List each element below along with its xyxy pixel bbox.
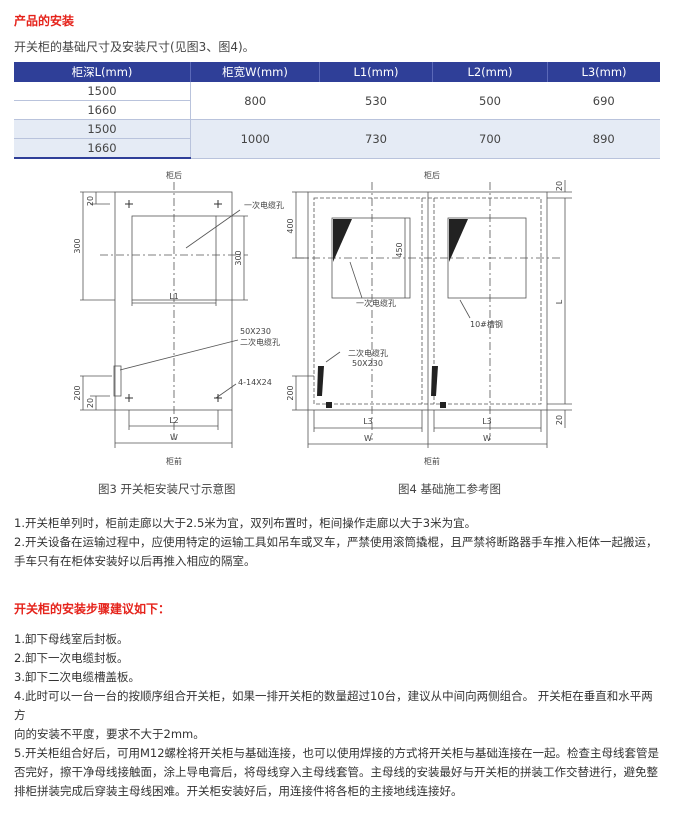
fig4-d20-bot: 20 bbox=[555, 415, 564, 425]
header-depth: 柜深L(mm) bbox=[14, 62, 191, 82]
header-l3: L3(mm) bbox=[547, 62, 660, 82]
fig4-channel-label: 10#槽钢 bbox=[470, 319, 503, 329]
cell-l3: 890 bbox=[547, 119, 660, 159]
steps-block: 1.卸下母线室后封板。 2.卸下一次电缆封板。 3.卸下二次电缆槽盖板。 4.此… bbox=[14, 630, 664, 801]
fig3-hole2-size-label: 50X230 bbox=[240, 327, 271, 336]
cell-l1: 530 bbox=[319, 82, 433, 120]
cell-depth: 1660 bbox=[14, 138, 191, 159]
table-row: 1660 bbox=[14, 138, 660, 159]
step-line: 1.卸下母线室后封板。 bbox=[14, 632, 129, 646]
step-line: 5.开关柜组合好后，可用M12螺栓将开关柜与基础连接，也可以使用焊接的方式将开关… bbox=[14, 746, 660, 760]
step-line: 3.卸下二次电缆槽盖板。 bbox=[14, 670, 140, 684]
intro-text: 开关柜的基础尺寸及安装尺寸(见图3、图4)。 bbox=[14, 40, 255, 54]
cell-depth: 1660 bbox=[14, 100, 191, 120]
cell-l3: 690 bbox=[547, 82, 660, 120]
fig4-l3b-dim: L3 bbox=[482, 417, 492, 426]
step-line: 2.卸下一次电缆封板。 bbox=[14, 651, 129, 665]
fig3-top-label: 柜后 bbox=[166, 170, 182, 180]
cell-depth: 1500 bbox=[14, 119, 191, 139]
table-header-row: 柜深L(mm) 柜宽W(mm) L1(mm) L2(mm) L3(mm) bbox=[14, 62, 660, 82]
section-title-steps: 开关柜的安装步骤建议如下： bbox=[14, 602, 171, 616]
figure-4-drawing: 柜后 柜前 一次电缆孔 10#槽钢 二次电缆孔 50X230 L3 L3 W W… bbox=[286, 170, 572, 466]
dimension-table: 柜深L(mm) 柜宽W(mm) L1(mm) L2(mm) L3(mm) 150… bbox=[14, 62, 660, 159]
fig3-d20-top: 20 bbox=[86, 196, 95, 206]
fig3-bottom-label: 柜前 bbox=[166, 456, 182, 466]
table-row: 1660 bbox=[14, 100, 660, 120]
fig4-wa-dim: W bbox=[364, 434, 372, 443]
header-l2: L2(mm) bbox=[432, 62, 548, 82]
fig4-d20-top: 20 bbox=[555, 181, 564, 191]
table-row: 1500 1000 730 700 890 bbox=[14, 119, 660, 159]
fig3-l1-dim: L1 bbox=[169, 292, 179, 301]
fig4-l-dim: L bbox=[555, 299, 564, 304]
step-line: 向的安装不平度，要求不大于2mm。 bbox=[14, 727, 205, 741]
fig4-hole1-label: 一次电缆孔 bbox=[356, 298, 396, 308]
fig3-d300-left: 300 bbox=[73, 238, 82, 253]
fig4-hole2-label: 二次电缆孔 bbox=[348, 348, 388, 358]
fig3-hole1-label: 一次电缆孔 bbox=[244, 200, 284, 210]
section-title-installation: 产品的安装 bbox=[14, 14, 75, 28]
figure-3-drawing: 柜后 柜前 一次电缆孔 50X230 二次电缆孔 4-14X24 L1 L2 W… bbox=[73, 170, 284, 466]
note-line: 2.开关设备在运输过程中，应使用特定的运输工具如吊车或叉车，严禁使用滚筒撬棍，且… bbox=[14, 535, 658, 549]
cell-width: 1000 bbox=[190, 119, 320, 159]
cell-depth: 1500 bbox=[14, 82, 191, 101]
header-l1: L1(mm) bbox=[319, 62, 433, 82]
fig3-bolts-label: 4-14X24 bbox=[238, 378, 272, 387]
cell-l2: 700 bbox=[432, 119, 548, 159]
note-line: 1.开关柜单列时，柜前走廊以大于2.5米为宜，双列布置时，柜间操作走廊以大于3米… bbox=[14, 516, 477, 530]
fig4-bottom-label: 柜前 bbox=[424, 456, 440, 466]
fig4-wb-dim: W bbox=[483, 434, 491, 443]
fig4-l3a-dim: L3 bbox=[363, 417, 373, 426]
fig3-d300-right: 300 bbox=[234, 250, 243, 265]
fig3-hole2-label: 二次电缆孔 bbox=[240, 337, 280, 347]
fig3-secondary-slot bbox=[113, 365, 122, 397]
step-line: 否完好，擦干净母线接触面，涂上导电膏后，将母线穿入主母线套管。主母线的安装最好与… bbox=[14, 765, 658, 779]
fig3-d200: 200 bbox=[73, 385, 82, 400]
fig4-caption: 图4 基础施工参考图 bbox=[398, 482, 501, 496]
table-row: 1500 800 530 500 690 bbox=[14, 82, 660, 120]
cell-l1: 730 bbox=[319, 119, 433, 159]
step-line: 4.此时可以一台一台的按顺序组合开关柜，如果一排开关柜的数量超过10台，建议从中… bbox=[14, 689, 653, 722]
fig4-frame bbox=[307, 191, 548, 411]
fig3-d20-bot: 20 bbox=[86, 398, 95, 408]
fig4-top-label: 柜后 bbox=[424, 170, 440, 180]
header-width: 柜宽W(mm) bbox=[190, 62, 320, 82]
notes-block: 1.开关柜单列时，柜前走廊以大于2.5米为宜，双列布置时，柜间操作走廊以大于3米… bbox=[14, 514, 664, 571]
step-line: 排柜拼装完成后穿装主母线困难。开关柜安装好后，用连接件将各柜的主接地线连接好。 bbox=[14, 784, 463, 798]
cell-l2: 500 bbox=[432, 82, 548, 120]
fig4-d200: 200 bbox=[286, 385, 295, 400]
fig3-l2-dim: L2 bbox=[169, 416, 179, 425]
fig4-hole2-size-label: 50X230 bbox=[352, 359, 383, 368]
fig4-d400: 400 bbox=[286, 218, 295, 233]
cell-width: 800 bbox=[190, 82, 320, 120]
note-line: 手车只有在柜体安装好以后再推入相应的隔室。 bbox=[14, 554, 256, 568]
fig4-d450: 450 bbox=[395, 242, 404, 257]
fig3-base-outline bbox=[114, 191, 233, 411]
fig3-caption: 图3 开关柜安装尺寸示意图 bbox=[98, 482, 236, 496]
fig3-w-dim: W bbox=[170, 433, 178, 442]
